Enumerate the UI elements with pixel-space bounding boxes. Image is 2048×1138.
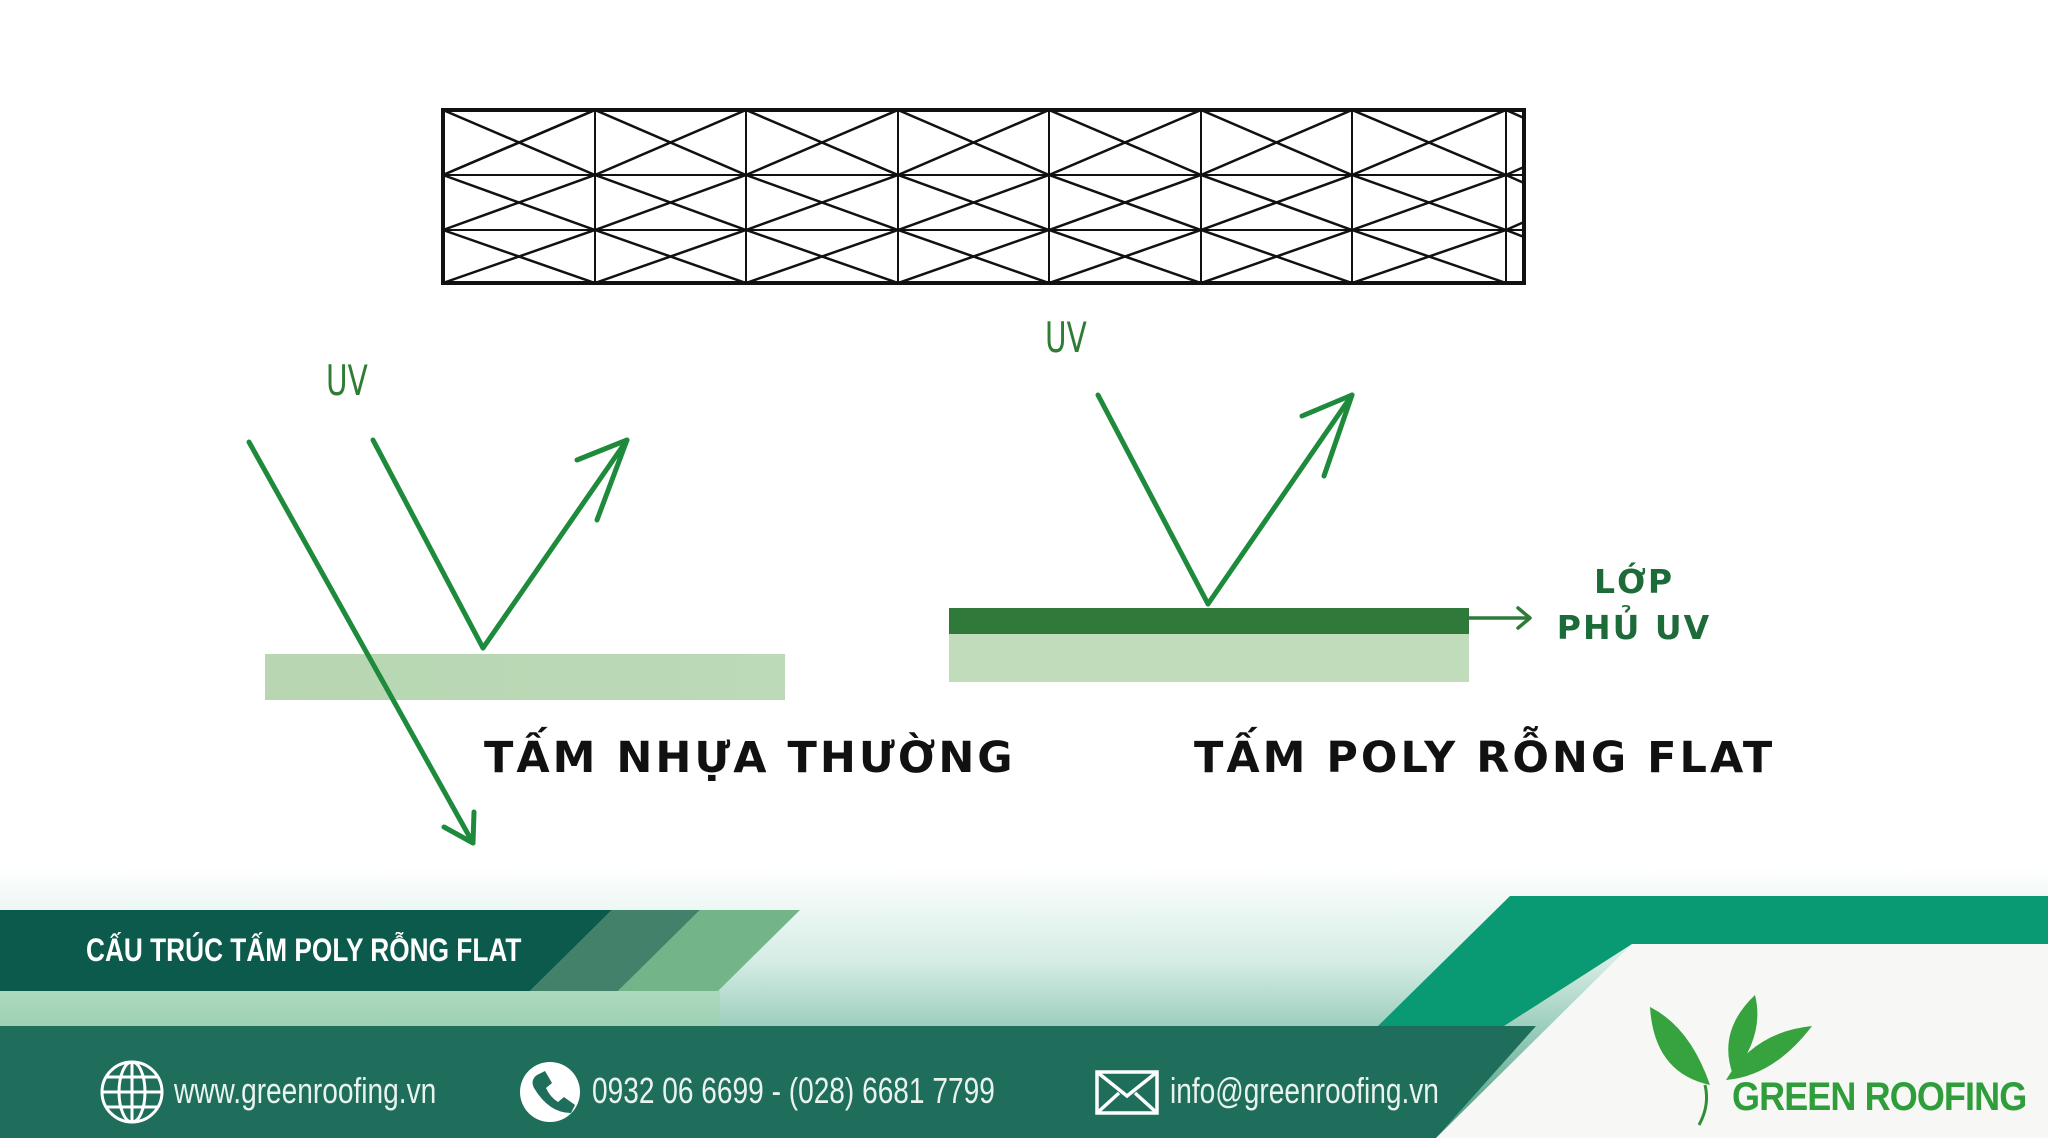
email-link[interactable]: info@greenroofing.vn	[1170, 1070, 1439, 1111]
brand-name: GREEN ROOFING	[1732, 1075, 2027, 1119]
coating-pointer-arrow	[1467, 606, 1532, 630]
uv-coating-layer	[949, 608, 1469, 634]
poly-sheet-cross-section	[441, 108, 1526, 285]
lattice-diagonals	[442, 108, 1525, 285]
phone-number[interactable]: 0932 06 6699 - (028) 6681 7799	[592, 1070, 995, 1111]
banner-stripe-1	[530, 910, 700, 991]
incident-uv-arrow-right	[1095, 392, 1211, 607]
plain-sheet	[265, 654, 785, 700]
email-icon	[1095, 1070, 1159, 1115]
incident-uv-arrow-left	[370, 437, 486, 651]
transmitted-uv-arrow	[246, 439, 476, 846]
green-roofing-leaf-icon	[1650, 995, 1812, 1126]
reflected-uv-arrowhead-right	[1299, 392, 1355, 479]
transmitted-uv-arrowhead	[441, 809, 477, 846]
poly-sheet-base	[949, 634, 1469, 682]
banner-light-strip	[0, 991, 720, 1026]
reflected-uv-arrowhead-left	[574, 437, 630, 523]
left-arrows	[246, 437, 630, 846]
lattice-frame	[441, 108, 1526, 285]
footer-teal-accent	[1378, 896, 2048, 1026]
banner-title-bar	[0, 910, 612, 991]
uv-coating-label: LỚP PHỦ UV	[1540, 559, 1728, 651]
right-arrows	[1095, 392, 1355, 607]
uv-label-right: UV	[1045, 313, 1087, 362]
lattice-grid	[443, 110, 1524, 283]
phone-icon	[520, 1062, 580, 1122]
caption-plain-sheet: TẤM NHỰA THƯỜNG	[484, 733, 1016, 783]
reflected-uv-arrow-right	[1205, 392, 1355, 607]
banner-stripe-2	[618, 910, 800, 991]
reflected-uv-arrow-left	[480, 437, 630, 651]
uv-coating-line2: PHỦ UV	[1556, 608, 1712, 647]
uv-coating-line1: LỚP	[1593, 562, 1675, 601]
uv-label-left: UV	[326, 356, 368, 405]
globe-icon	[100, 1060, 164, 1124]
caption-poly-flat: TẤM POLY RỖNG FLAT	[1194, 733, 1776, 783]
banner-title: CẤU TRÚC TẤM POLY RỖNG FLAT	[86, 932, 522, 968]
website-link[interactable]: www.greenroofing.vn	[174, 1070, 437, 1111]
